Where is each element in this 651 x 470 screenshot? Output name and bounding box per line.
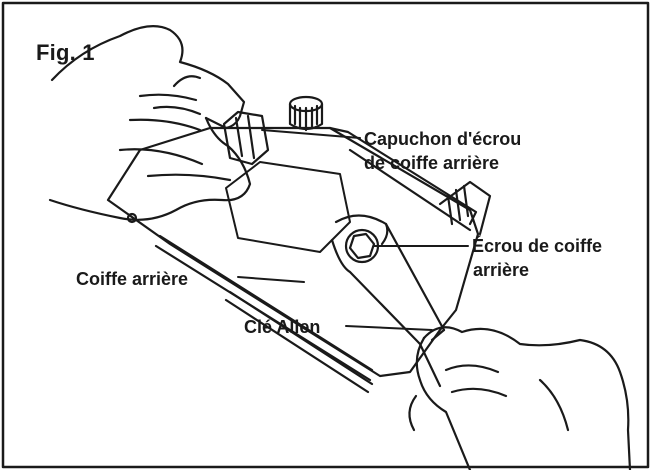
leader-coiffe <box>237 276 305 283</box>
housing-body <box>106 126 492 394</box>
label-ecrou-line2: arrière <box>473 260 530 280</box>
label-ecrou-line1: Écrou de coiffe <box>472 236 603 256</box>
nut-cap <box>222 110 270 166</box>
leader-cle <box>345 325 433 331</box>
leader-lines <box>237 129 469 331</box>
label-coiffe: Coiffe arrière <box>76 269 189 289</box>
label-capuchon-line1: Capuchon d'écrou <box>364 129 522 149</box>
top-knob <box>288 95 324 132</box>
screw-hole <box>126 212 138 224</box>
figure-title: Fig. 1 <box>36 40 95 65</box>
allen-key <box>330 214 446 388</box>
label-capuchon-line2: de coiffe arrière <box>364 153 500 173</box>
lower-hand <box>408 326 632 470</box>
leader-capuchon <box>261 129 361 139</box>
window-panel <box>225 161 351 253</box>
label-cle-allen: Clé Allen <box>244 317 321 337</box>
upper-hand <box>48 25 252 221</box>
